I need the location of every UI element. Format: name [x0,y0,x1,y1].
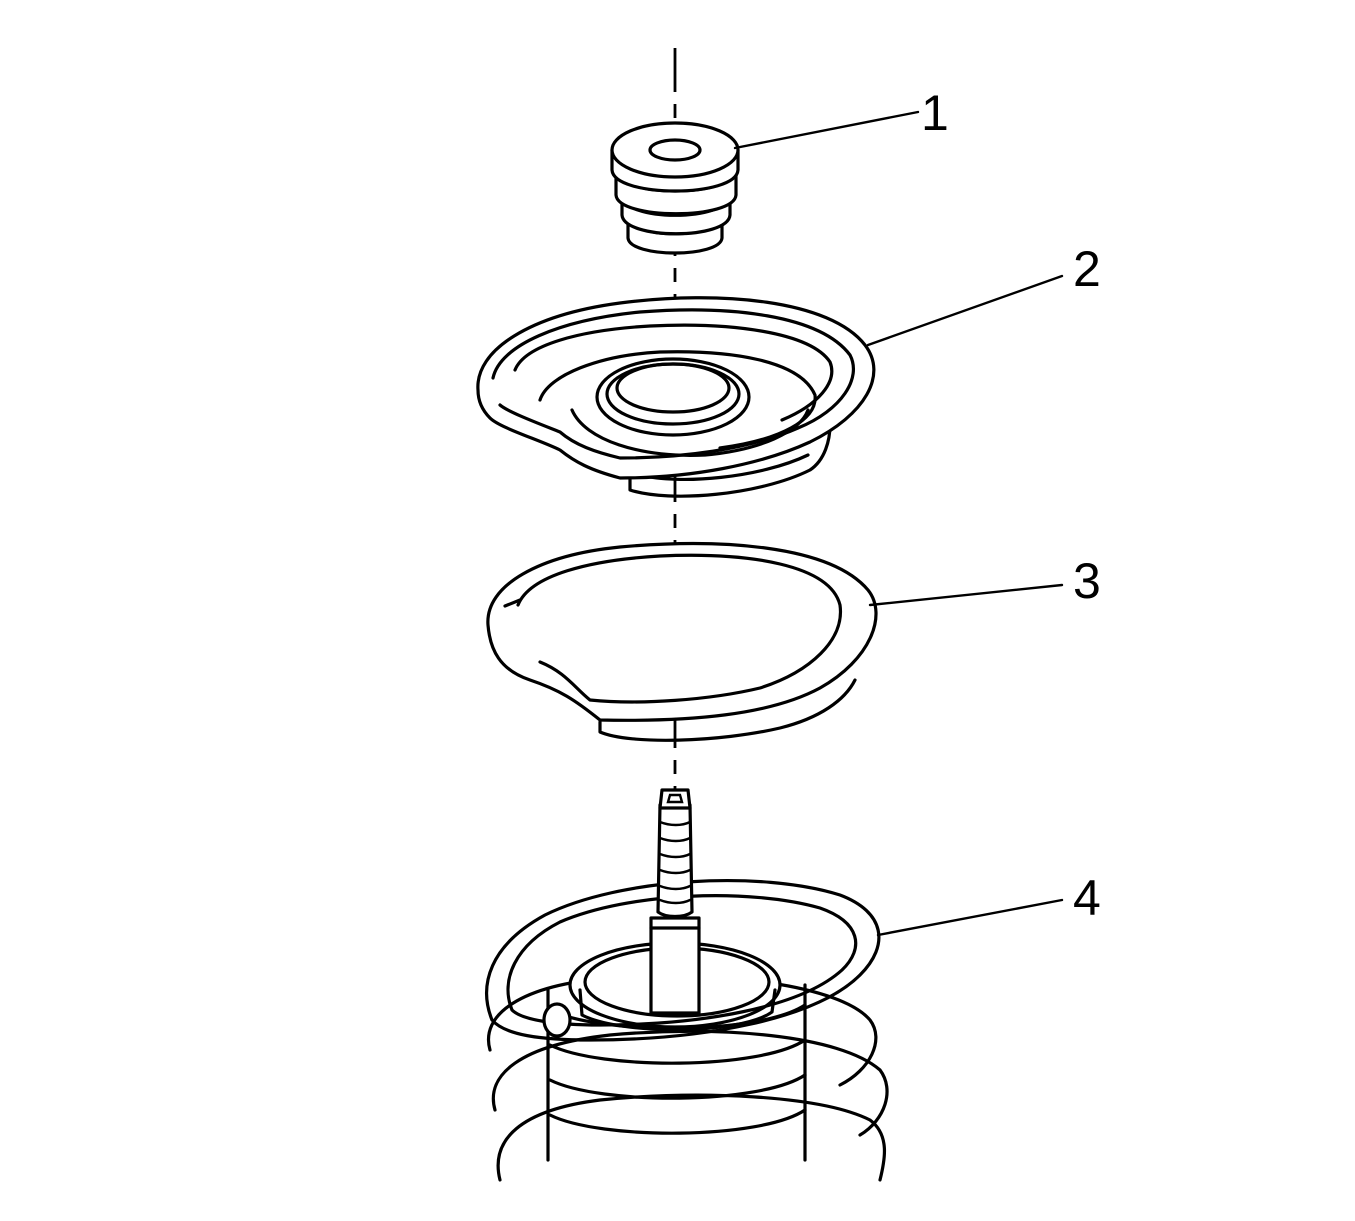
callout-2: 2 [1073,241,1101,297]
upper-spring-seat-icon [476,296,876,498]
callout-1: 1 [921,85,949,141]
coil-spring-icon [485,788,889,1182]
leader-line-3 [868,583,1064,607]
leader-line-2 [866,274,1064,347]
callout-labels: 1 2 3 4 [921,85,1101,926]
spring-insulator-icon [486,541,878,742]
callout-3: 3 [1073,553,1101,609]
strut-bumper-icon [610,121,740,255]
leader-line-1 [733,110,920,150]
leader-lines [733,110,1064,937]
leader-line-4 [876,898,1064,937]
callout-4: 4 [1073,870,1101,926]
